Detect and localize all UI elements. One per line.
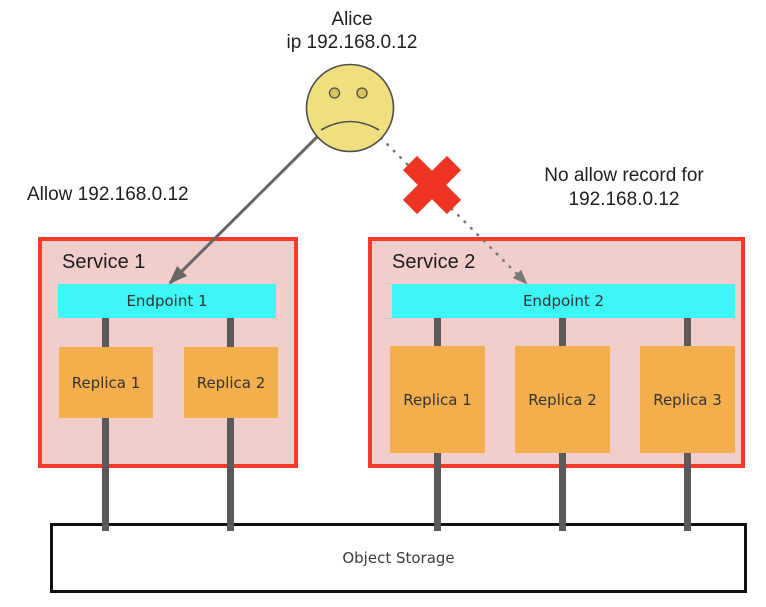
connector-s2-endpoint-replica-1 — [434, 312, 441, 348]
connector-s2-endpoint-replica-2 — [559, 312, 566, 348]
object-storage-label: Object Storage — [342, 549, 455, 567]
service-1-title: Service 1 — [62, 251, 146, 273]
alice-label: Alice ip 192.168.0.12 — [252, 8, 452, 54]
service-2-replica-1: Replica 1 — [390, 346, 485, 453]
connector-s1-replica-1-storage — [102, 412, 109, 531]
connector-s2-replica-1-storage — [434, 447, 441, 531]
service-2-title: Service 2 — [392, 251, 476, 273]
connector-s2-replica-3-storage — [684, 447, 691, 531]
endpoint-1-box: Endpoint 1 — [58, 284, 276, 318]
deny-label: No allow record for 192.168.0.12 — [502, 164, 746, 212]
connector-s2-replica-2-storage — [559, 447, 566, 531]
allow-label: Allow 192.168.0.12 — [27, 184, 189, 205]
alice-name: Alice — [331, 9, 373, 30]
endpoint-2-box: Endpoint 2 — [392, 284, 735, 318]
service-2-replica-2: Replica 2 — [515, 346, 610, 453]
sad-face-icon — [305, 63, 395, 153]
deny-label-line1: No allow record for — [544, 165, 704, 186]
connector-s1-endpoint-replica-1 — [102, 312, 109, 348]
service-1-replica-2: Replica 2 — [184, 347, 278, 418]
connector-s1-endpoint-replica-2 — [227, 312, 234, 348]
service-2-replica-3: Replica 3 — [640, 346, 735, 453]
red-x-icon — [402, 155, 462, 215]
alice-ip: ip 192.168.0.12 — [286, 32, 418, 53]
service-1-replica-1: Replica 1 — [59, 347, 153, 418]
object-storage-box: Object Storage — [50, 523, 747, 593]
connector-s1-replica-2-storage — [227, 412, 234, 531]
deny-label-line2: 192.168.0.12 — [568, 189, 680, 210]
connector-s2-endpoint-replica-3 — [684, 312, 691, 348]
